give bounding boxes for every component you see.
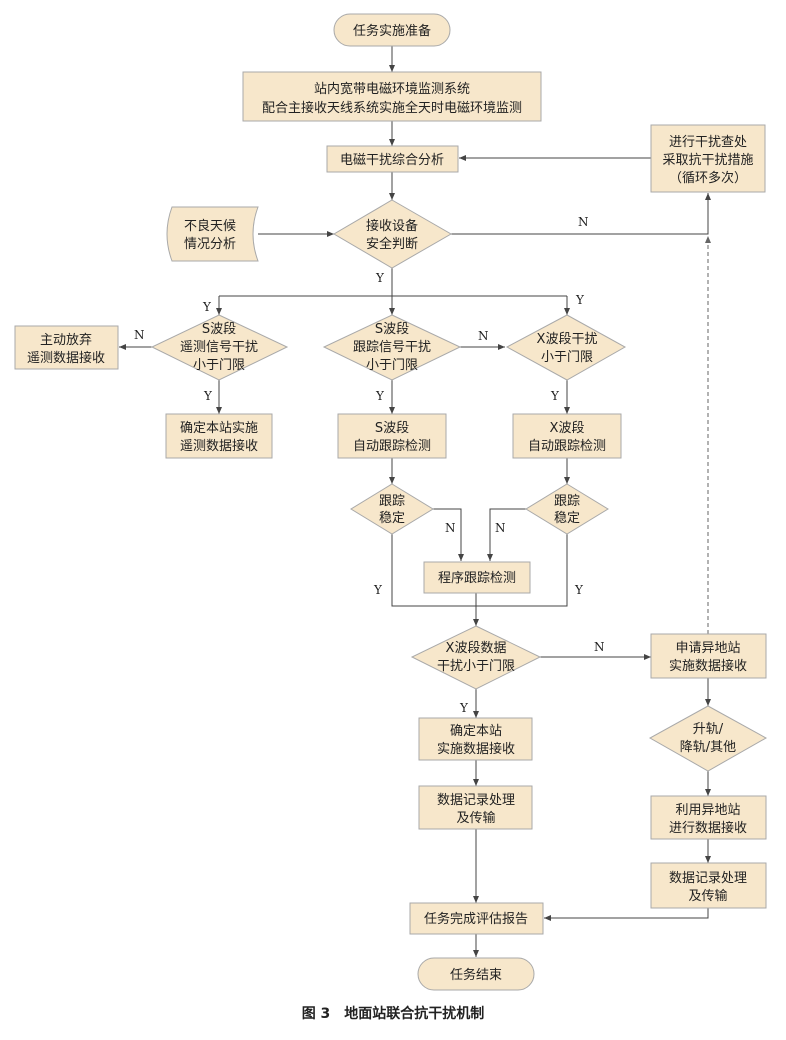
node-end-line-1: 任务结束 <box>450 967 502 983</box>
node-remote-line-2: 进行数据接收 <box>669 820 747 836</box>
node-confirm-tm-line-1: 确定本站实施 <box>180 421 258 436</box>
node-s-auto-line-1: S波段 <box>375 421 409 436</box>
node-x-data-line-2: 干扰小于门限 <box>437 659 515 674</box>
node-x-data: X波段数据 干扰小于门限 <box>410 625 542 690</box>
node-x-auto-line-1: X波段 <box>550 421 585 436</box>
node-s-auto-line-2: 自动跟踪检测 <box>353 439 431 454</box>
node-x-check: X波段干扰 小于门限 <box>505 314 627 381</box>
node-orbit-line-2: 降轨/其他 <box>680 740 736 755</box>
label-x-stable-no: N <box>495 521 506 535</box>
label-s-stable-no: N <box>445 521 456 535</box>
node-s-track-line-3: 小于门限 <box>366 358 418 373</box>
node-s-track: S波段 跟踪信号干扰 小于门限 <box>322 314 462 381</box>
label-x-yes: Y <box>550 389 560 403</box>
label-s-tm-yes: Y <box>203 389 213 403</box>
node-monitor-line-1: 站内宽带电磁环境监测系统 <box>314 81 470 97</box>
node-remote-line-1: 利用异地站 <box>675 803 740 818</box>
node-record2-line-1: 数据记录处理 <box>669 871 747 886</box>
edge-labels: N Y Y Y N N Y Y Y N N Y Y N Y <box>134 215 605 715</box>
node-s-track-line-2: 跟踪信号干扰 <box>353 340 431 355</box>
edge-x-stable-no <box>487 508 526 561</box>
node-x-check-line-2: 小于门限 <box>541 350 593 365</box>
node-request-line-1: 申请异地站 <box>675 641 740 656</box>
edge-s-stable-yes <box>391 534 476 607</box>
node-x-auto: X波段 自动跟踪检测 <box>512 413 622 459</box>
node-s-tm-line-2: 遥测信号干扰 <box>180 340 258 355</box>
node-record1: 数据记录处理 及传输 <box>418 785 533 830</box>
node-start: 任务实施准备 <box>333 13 451 47</box>
node-orbit-line-1: 升轨/ <box>693 722 724 737</box>
node-confirm-tm: 确定本站实施 遥测数据接收 <box>165 413 273 459</box>
node-s-tm-line-1: S波段 <box>202 322 236 337</box>
node-monitor-line-2: 配合主接收天线系统实施全天时电磁环境监测 <box>262 100 522 116</box>
node-x-stable-line-1: 跟踪 <box>554 494 580 509</box>
node-record1-line-2: 及传输 <box>456 810 495 826</box>
node-x-data-line-1: X波段数据 <box>446 641 507 656</box>
edge-x-stable-yes <box>476 534 568 607</box>
edge-s-stable-no <box>433 508 464 561</box>
node-safety: 接收设备 安全判断 <box>333 199 453 269</box>
label-s-tm-no: N <box>134 328 145 342</box>
node-handle: 进行干扰查处 采取抗干扰措施 （循环多次） <box>650 124 766 193</box>
node-s-stable-line-1: 跟踪 <box>379 494 405 509</box>
node-record1-line-1: 数据记录处理 <box>437 793 515 808</box>
node-analysis-line-1: 电磁干扰综合分析 <box>340 153 444 168</box>
edge-record2-report <box>544 908 709 921</box>
node-handle-line-2: 采取抗干扰措施 <box>662 153 753 168</box>
node-weather: 不良天候 情况分析 <box>166 206 259 262</box>
node-program-line-1: 程序跟踪检测 <box>438 571 516 586</box>
node-s-stable: 跟踪 稳定 <box>350 483 434 535</box>
node-report: 任务完成评估报告 <box>409 902 544 935</box>
node-confirm-data: 确定本站 实施数据接收 <box>418 717 533 761</box>
node-s-stable-line-2: 稳定 <box>379 510 405 526</box>
label-xdata-no: N <box>594 640 605 654</box>
node-orbit: 升轨/ 降轨/其他 <box>648 705 768 772</box>
node-request: 申请异地站 实施数据接收 <box>650 633 767 679</box>
node-safety-line-2: 安全判断 <box>366 236 418 252</box>
node-weather-line-1: 不良天候 <box>184 218 236 234</box>
node-start-line-1: 任务实施准备 <box>353 23 431 39</box>
label-s-track-no: N <box>478 329 489 343</box>
node-request-line-2: 实施数据接收 <box>669 658 747 674</box>
node-program: 程序跟踪检测 <box>423 561 531 594</box>
label-safety-no: N <box>578 215 589 229</box>
node-s-auto: S波段 自动跟踪检测 <box>337 413 447 459</box>
node-give-up: 主动放弃 遥测数据接收 <box>14 325 119 370</box>
node-confirm-tm-line-2: 遥测数据接收 <box>180 438 258 454</box>
node-weather-line-2: 情况分析 <box>184 237 236 252</box>
label-xdata-yes: Y <box>459 701 469 715</box>
label-branch-right-yes: Y <box>575 293 585 307</box>
figure-caption: 图 3 地面站联合抗干扰机制 <box>301 1006 485 1022</box>
label-s-track-yes: Y <box>375 389 385 403</box>
node-safety-line-1: 接收设备 <box>366 218 418 234</box>
node-give-up-line-2: 遥测数据接收 <box>27 350 105 366</box>
node-analysis: 电磁干扰综合分析 <box>326 145 459 173</box>
node-x-stable-line-2: 稳定 <box>554 510 580 526</box>
label-s-stable-yes: Y <box>373 583 383 597</box>
node-give-up-line-1: 主动放弃 <box>40 333 92 348</box>
node-s-tm: S波段 遥测信号干扰 小于门限 <box>150 314 289 381</box>
node-remote: 利用异地站 进行数据接收 <box>650 795 767 840</box>
node-monitor: 站内宽带电磁环境监测系统 配合主接收天线系统实施全天时电磁环境监测 <box>242 71 542 122</box>
edges <box>119 46 711 957</box>
label-branch-left-yes: Y <box>202 300 212 314</box>
node-handle-line-3: （循环多次） <box>669 170 747 186</box>
node-record2: 数据记录处理 及传输 <box>650 862 767 909</box>
label-safety-yes: Y <box>375 271 385 285</box>
node-s-track-line-1: S波段 <box>375 322 409 337</box>
node-x-auto-line-2: 自动跟踪检测 <box>528 439 606 454</box>
node-record2-line-2: 及传输 <box>688 888 727 904</box>
node-x-stable: 跟踪 稳定 <box>525 483 609 535</box>
node-handle-line-1: 进行干扰查处 <box>669 135 747 150</box>
node-confirm-data-line-1: 确定本站 <box>450 724 502 739</box>
node-confirm-data-line-2: 实施数据接收 <box>437 741 515 757</box>
node-s-tm-line-3: 小于门限 <box>193 358 245 373</box>
node-end: 任务结束 <box>417 957 535 991</box>
node-report-line-1: 任务完成评估报告 <box>424 911 528 927</box>
edge-safety-no-handle <box>451 193 711 235</box>
label-x-stable-yes: Y <box>574 583 584 597</box>
node-x-check-line-1: X波段干扰 <box>537 332 598 347</box>
